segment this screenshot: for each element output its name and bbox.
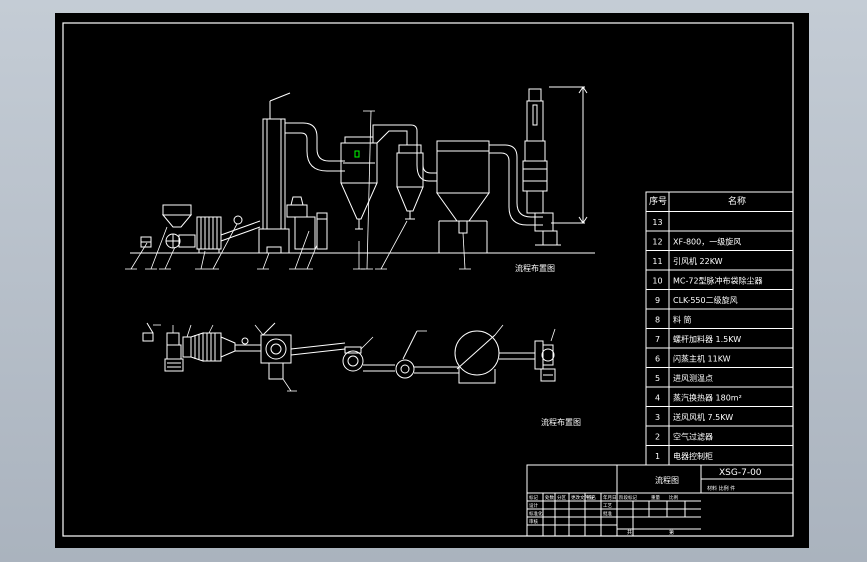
bom-row-no: 8	[655, 315, 660, 324]
title-block-drawing-no: XSG-7-00	[719, 468, 762, 478]
bom-row: 13	[652, 218, 662, 227]
cyclone-2-elev	[396, 144, 424, 220]
plan-view	[142, 322, 556, 392]
title-block-label: 分区	[557, 494, 566, 501]
title-block-label: 标记	[529, 494, 538, 501]
bom-row-name: 螺杆加料器 1.5KW	[673, 334, 741, 344]
plan-view-label: 流程布置图	[541, 417, 581, 427]
title-block-label: 审核	[529, 518, 538, 525]
induced-fan-elev	[534, 212, 561, 246]
duct-bagfilter-fan	[489, 144, 543, 226]
bom-header-no: 序号	[649, 195, 667, 207]
bom-row: 2 空气过滤器	[655, 431, 713, 441]
bom-row-no: 3	[655, 413, 660, 422]
bom-row: 3 送风风机 7.5KW	[655, 412, 733, 422]
bom-row-name: MC-72型脉冲布袋除尘器	[673, 275, 763, 285]
bom-row: 1 电器控制柜	[655, 451, 713, 461]
process-flow-drawing: 流程布置图	[62, 22, 794, 537]
bom-row: 8 料 筒	[655, 314, 692, 324]
title-block: 流程图 XSG-7-00 材料 比例 件 标记处数分区更改文件号签名年月日 设计…	[526, 464, 794, 537]
bom-row-no: 13	[652, 218, 662, 227]
bom-row: 4 蒸汽换热器 180m²	[655, 392, 742, 402]
bom-row-name: 电器控制柜	[673, 451, 713, 461]
elevation-leaders	[130, 110, 466, 270]
drawing-sheet: 流程布置图	[55, 13, 809, 548]
bom-row: 5 进风测温点	[655, 374, 713, 383]
cyclone-1-plan	[342, 346, 364, 372]
title-block-label: 处数	[545, 494, 554, 501]
bom-row-no: 5	[655, 374, 660, 383]
bom-row-no: 6	[655, 354, 660, 363]
title-block-label: 重量	[651, 494, 660, 501]
bom-row: 9 CLK-550二级旋风	[655, 295, 738, 305]
title-block-sheet-total: 共	[627, 529, 632, 536]
bom-row: 11 引风机 22KW	[652, 256, 722, 266]
bom-row-no: 2	[655, 432, 660, 441]
screw-feeder-elev	[286, 196, 328, 250]
temp-point-elev	[220, 215, 261, 242]
title-block-grid	[526, 464, 794, 537]
bom-row-no: 9	[655, 296, 660, 305]
bom-row: 12 XF-800，一级旋风	[652, 236, 741, 246]
title-block-label: 标准化	[529, 510, 543, 517]
elevation-view	[125, 86, 595, 270]
bom-row-no: 1	[655, 452, 660, 461]
stack-height-dimension	[549, 86, 588, 224]
exhaust-stack-elev	[522, 88, 548, 223]
filter-fan-elev	[161, 204, 196, 249]
title-block-label: 批准	[603, 510, 612, 517]
bom-row: 10 MC-72型脉冲布袋除尘器	[652, 275, 762, 285]
title-block-label: 设计	[529, 502, 538, 509]
bom-row: 6 闪蒸主机 11KW	[655, 353, 731, 363]
bom-row-no: 4	[655, 393, 660, 402]
control-cabinet-plan	[142, 332, 154, 342]
title-block-label: 比例	[669, 494, 678, 501]
bom-row-name: 蒸汽换热器 180m²	[673, 392, 742, 402]
title-block-title: 流程图	[655, 475, 679, 485]
bom-row-no: 11	[652, 257, 662, 266]
elevation-leader-ticks	[125, 110, 471, 270]
bom-row-name: CLK-550二级旋风	[673, 295, 738, 305]
plan-leaders	[153, 324, 556, 392]
filter-fan-plan	[164, 332, 184, 372]
flash-dryer-plan	[260, 322, 292, 380]
duct-dryer-cyclone1	[285, 122, 345, 172]
title-block-label: 年月日	[603, 494, 617, 501]
cyclone-1-elev	[340, 136, 378, 230]
heat-exchanger-plan	[182, 332, 236, 362]
bom-row-no: 7	[655, 335, 660, 344]
control-cabinet-elev	[140, 236, 152, 248]
bom-row-name: 引风机 22KW	[673, 256, 723, 266]
title-block-label: 签名	[587, 494, 596, 501]
cyclone-2-plan	[395, 359, 415, 379]
bom-row: 7 螺杆加料器 1.5KW	[655, 334, 741, 344]
bom-row-name: 闪蒸主机 11KW	[673, 353, 731, 363]
flash-dryer-elev	[258, 92, 291, 254]
bag-filter-plan	[454, 330, 500, 384]
bom-header-name: 名称	[728, 195, 746, 207]
heat-exchanger-elev	[196, 216, 222, 254]
title-block-label: 阶段标记	[619, 494, 637, 501]
bom-row-name: XF-800，一级旋风	[673, 236, 741, 246]
bom-row-no: 10	[652, 276, 662, 285]
bag-filter-elev	[436, 140, 490, 253]
elevation-view-label: 流程布置图	[515, 263, 555, 273]
bom-row-no: 12	[652, 237, 662, 246]
title-block-label: 更改文件号	[571, 494, 594, 501]
bom-row-name: 料 筒	[673, 314, 692, 324]
bom-row-name: 进风测温点	[673, 374, 713, 383]
title-block-meta: 材料 比例 件	[707, 485, 735, 492]
title-block-label: 工艺	[603, 503, 612, 509]
duct-cyclone1-cyclone2	[372, 124, 418, 145]
duct-cyclone2-bagfilter	[416, 145, 437, 182]
bom-row-name: 空气过滤器	[673, 431, 713, 441]
title-block-sheet-no: 第	[669, 529, 674, 536]
induced-fan-plan	[534, 340, 556, 382]
bom-row-name: 送风风机 7.5KW	[673, 412, 733, 422]
